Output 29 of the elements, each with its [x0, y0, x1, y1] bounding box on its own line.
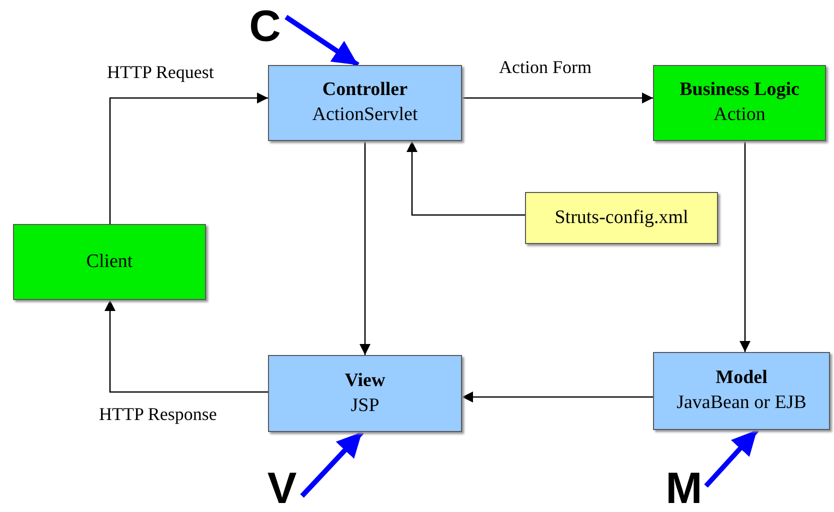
box-text: JavaBean or EJB [676, 391, 806, 415]
arrow [406, 141, 525, 216]
letter-label: V [262, 466, 302, 512]
pointer-arrow [284, 14, 360, 68]
box-text: ActionServlet [312, 103, 418, 127]
box-text: JSP [350, 394, 380, 418]
box-heading: Controller [322, 78, 408, 102]
process-box [653, 352, 830, 430]
box-text: Struts-config.xml [554, 206, 688, 230]
box-heading: Model [716, 366, 768, 390]
arrow [360, 141, 370, 355]
arrow [462, 392, 653, 402]
letter-label: C [244, 4, 286, 50]
box-heading: Business Logic [680, 78, 800, 102]
arrow [109, 92, 268, 224]
process-box [268, 65, 462, 141]
process-box [268, 355, 462, 432]
box-heading: View [344, 368, 386, 393]
process-box [525, 192, 718, 244]
arrow [462, 92, 653, 104]
pointer-arrow [300, 430, 364, 498]
pointer-arrow [704, 428, 759, 488]
box-text: Action [714, 103, 766, 127]
box-text: Client [86, 250, 133, 274]
letter-label: M [662, 466, 706, 512]
arrow [740, 141, 750, 352]
arrow [104, 300, 268, 393]
process-box [13, 224, 206, 300]
process-box [653, 65, 826, 141]
